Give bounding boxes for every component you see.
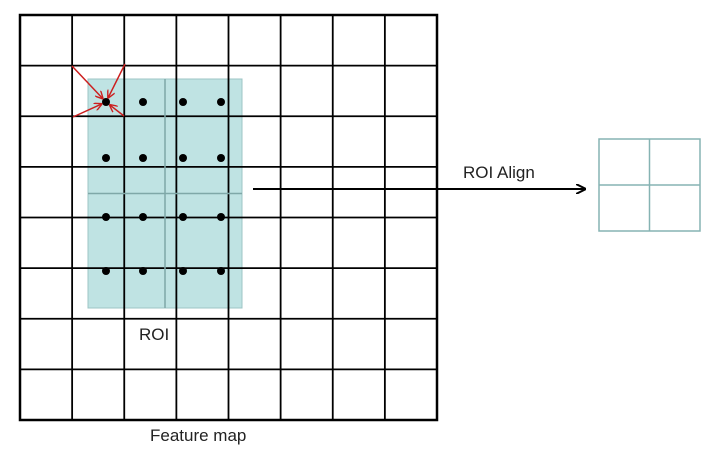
sample-point: [217, 98, 225, 106]
feature-map-label: Feature map: [150, 426, 247, 445]
sample-point: [217, 154, 225, 162]
sample-point: [217, 213, 225, 221]
interpolation-arrow: [72, 104, 101, 118]
output-grid: [598, 138, 701, 232]
sample-point: [217, 267, 225, 275]
sample-point: [139, 213, 147, 221]
sample-point: [139, 154, 147, 162]
sample-point: [179, 213, 187, 221]
sample-point: [102, 213, 110, 221]
interpolation-arrow: [110, 105, 125, 117]
sample-point: [179, 267, 187, 275]
sample-point: [102, 154, 110, 162]
sample-point: [179, 154, 187, 162]
sample-point: [102, 98, 110, 106]
sample-point: [139, 267, 147, 275]
sample-point: [179, 98, 187, 106]
bilinear-interpolation-arrows: [71, 63, 126, 118]
sample-point: [139, 98, 147, 106]
interpolation-arrow: [108, 63, 126, 98]
sample-points: [102, 98, 225, 275]
interpolation-arrow: [71, 65, 103, 98]
roi-bin-lines: [88, 79, 242, 308]
roi-label: ROI: [139, 325, 170, 344]
sample-point: [102, 267, 110, 275]
feature-map-grid: [18, 13, 439, 422]
roi-align-label: ROI Align: [463, 163, 535, 182]
